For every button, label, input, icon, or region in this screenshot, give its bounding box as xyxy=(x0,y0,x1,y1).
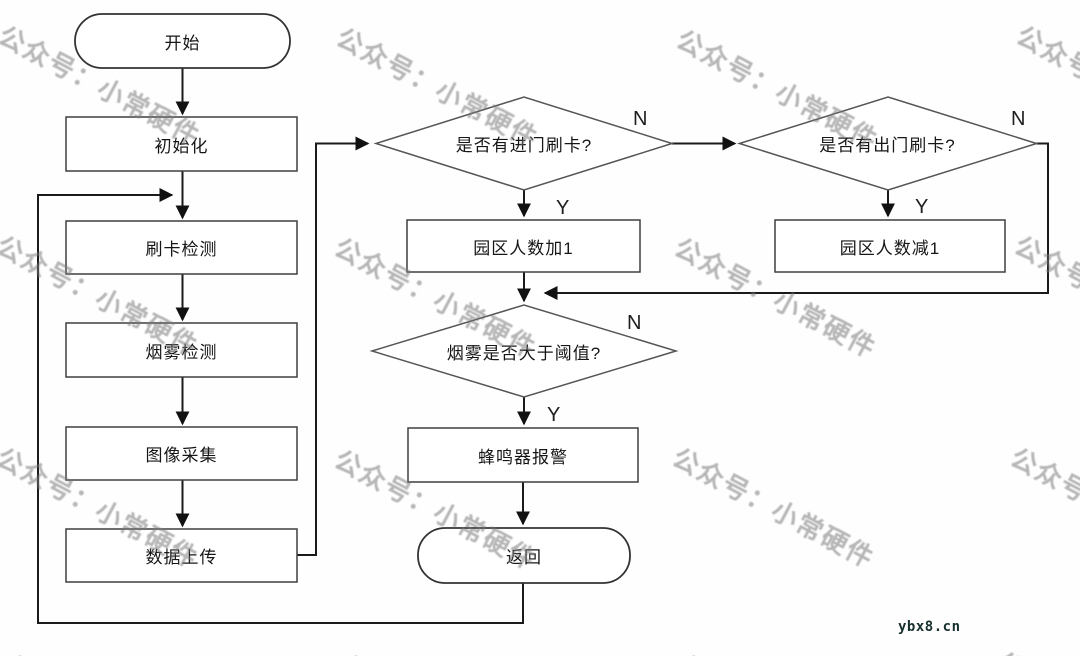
node-smoke-decision: 烟雾是否大于阈值? xyxy=(446,343,602,363)
return-shape xyxy=(417,527,631,584)
node-smoke-detect: 烟雾检测 xyxy=(145,342,218,362)
node-count-minus: 园区人数减1 xyxy=(839,238,941,258)
count-minus-shape xyxy=(774,219,1006,273)
node-return: 返回 xyxy=(506,548,542,567)
entry-decision-shape xyxy=(373,96,675,191)
branch-exit-no: N xyxy=(1011,108,1026,130)
branch-entry-no: N xyxy=(633,108,648,130)
init-shape xyxy=(65,116,298,172)
connector-exit-no-merge xyxy=(543,142,1049,300)
smoke-decision-shape xyxy=(369,304,679,398)
smoke-detect-shape xyxy=(65,322,298,378)
connector-dataupload-entrydecision xyxy=(297,136,370,556)
image-capture-shape xyxy=(65,426,298,481)
node-data-upload: 数据上传 xyxy=(145,548,218,567)
connector-return-loop xyxy=(37,188,524,624)
node-init: 初始化 xyxy=(154,136,209,156)
count-plus-shape xyxy=(406,219,641,273)
branch-exit-yes: Y xyxy=(915,196,929,218)
site-watermark: ybx8.cn xyxy=(898,619,961,635)
buzzer-alarm-shape xyxy=(407,427,639,483)
node-start: 开始 xyxy=(164,33,201,53)
branch-smoke-no: N xyxy=(627,312,642,334)
node-entry-decision: 是否有进门刷卡? xyxy=(455,136,593,155)
branch-entry-yes: Y xyxy=(556,197,570,219)
data-upload-shape xyxy=(65,528,298,583)
branch-smoke-yes: Y xyxy=(547,404,561,426)
node-exit-decision: 是否有出门刷卡? xyxy=(819,136,956,155)
exit-decision-shape xyxy=(736,96,1040,191)
node-buzzer-alarm: 蜂鸣器报警 xyxy=(478,447,568,467)
node-count-plus: 园区人数加1 xyxy=(473,238,574,258)
node-image-capture: 图像采集 xyxy=(145,446,218,465)
card-detect-shape xyxy=(65,220,298,275)
start-shape xyxy=(74,13,291,69)
node-card-detect: 刷卡检测 xyxy=(145,240,218,259)
